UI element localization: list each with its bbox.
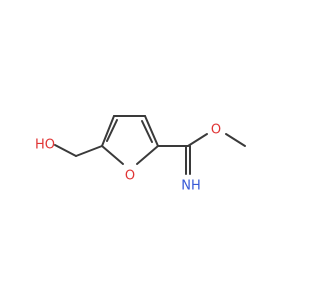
imine-nh-label: NH [181, 179, 201, 194]
bond-c3-c2-inner [141, 120, 153, 143]
bond-ho-ch2 [54, 144, 77, 157]
molecule-structure: HO O O NH [35, 115, 246, 194]
bond-c3-c2 [144, 115, 159, 147]
molecule-diagram: HO O O NH [34, 115, 246, 194]
bond-c2-ring-o [136, 145, 159, 165]
bond-ch2-c5 [75, 145, 103, 157]
bond-c5-c4-inner [106, 119, 118, 142]
ring-oxygen-label: O [125, 169, 135, 184]
bond-c5-c4 [101, 115, 115, 147]
bond-c5-ring-o [101, 145, 124, 165]
bond-amidine-c-ether-o [187, 133, 208, 147]
hydroxyl-label: HO [35, 138, 55, 153]
ether-oxygen-label: O [211, 123, 221, 138]
bond-ether-o-methyl [225, 133, 246, 147]
